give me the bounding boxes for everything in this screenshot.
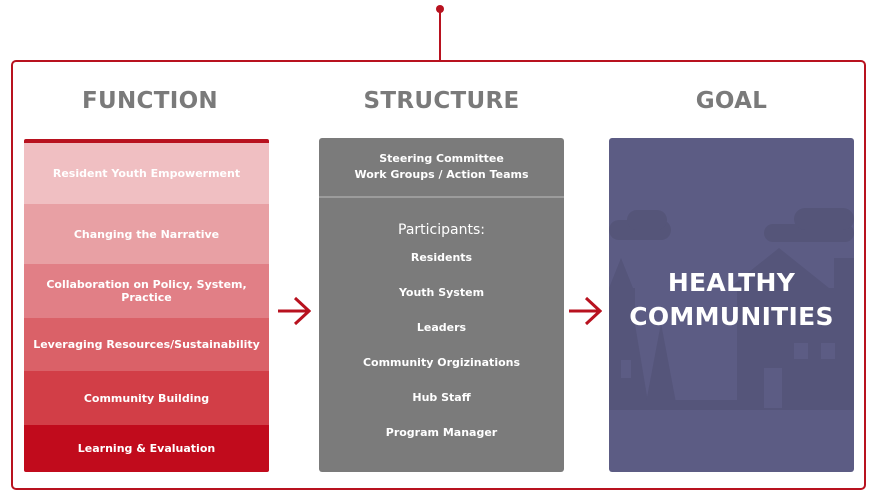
diagram-frame (11, 60, 866, 490)
goal-column: HEALTHY COMMUNITIES (609, 138, 854, 472)
function-item: Changing the Narrative (24, 204, 269, 264)
participant-item: Residents (410, 251, 473, 264)
work-groups-label: Work Groups / Action Teams (354, 168, 529, 181)
heading-goal: GOAL (695, 88, 768, 114)
function-item: Community Building (24, 371, 269, 425)
goal-title: HEALTHY COMMUNITIES (609, 266, 854, 334)
function-column: Resident Youth Empowerment Changing the … (24, 139, 269, 472)
function-item: Collaboration on Policy, System, Practic… (24, 264, 269, 318)
cityscape-illustration (609, 208, 854, 410)
participant-item: Youth System (398, 286, 485, 299)
participant-list: Residents Youth System Leaders Community… (319, 247, 564, 457)
goal-line-1: HEALTHY (667, 268, 796, 297)
function-item: Learning & Evaluation (24, 425, 269, 472)
heading-function: FUNCTION (82, 88, 218, 114)
participant-item: Leaders (416, 321, 467, 334)
goal-line-2: COMMUNITIES (629, 302, 834, 331)
steering-committee-label: Steering Committee (379, 152, 504, 165)
function-item: Leveraging Resources/Sustainability (24, 318, 269, 371)
participant-item: Hub Staff (412, 391, 471, 404)
connector-line (439, 9, 441, 61)
heading-structure: STRUCTURE (363, 88, 520, 114)
participants-title: Participants: (398, 222, 485, 238)
participant-item: Community Orgizinations (362, 356, 521, 369)
structure-leadership: Steering Committee Work Groups / Action … (319, 138, 564, 198)
function-item: Resident Youth Empowerment (24, 143, 269, 204)
structure-column: Steering Committee Work Groups / Action … (319, 138, 564, 472)
arrow-right-icon (278, 296, 311, 326)
arrow-right-icon (569, 296, 602, 326)
participant-item: Program Manager (385, 426, 498, 439)
